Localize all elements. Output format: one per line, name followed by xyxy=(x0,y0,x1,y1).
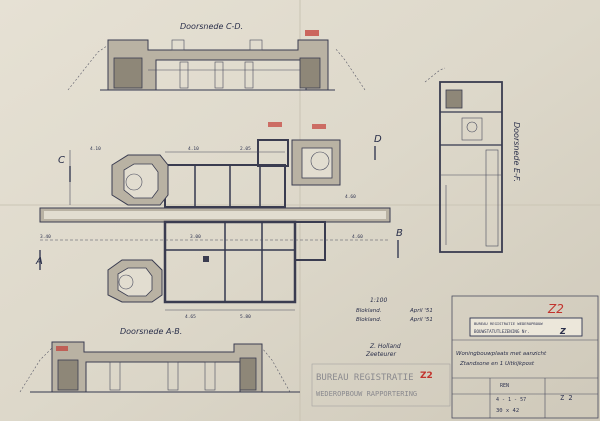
room xyxy=(461,117,483,141)
description-line2: Ztandsone en 1 Uitkijkpost xyxy=(459,361,535,367)
earth-slope xyxy=(19,344,56,393)
title-block: BUREAU REGISTRATIE WEDEROPBOUW BOUWSTATU… xyxy=(451,295,599,419)
section-cd-room xyxy=(299,57,321,89)
stair-room xyxy=(257,139,289,167)
side-room xyxy=(294,221,326,261)
faded-stamp-line2: WEDEROPBOUW RAPPORTERING xyxy=(316,390,417,398)
stamp-line2: BOUWSTATUTLEZENING Nr. xyxy=(474,329,529,334)
corridor-inner xyxy=(44,211,386,219)
section-ab-room xyxy=(239,357,257,391)
door xyxy=(179,61,189,89)
faded-stamp: BUREAU REGISTRATIE WEDEROPBOUW RAPPORTER… xyxy=(311,363,451,407)
section-ef-outline xyxy=(439,81,503,253)
section-cd-room xyxy=(113,57,143,89)
floor-plan: 4.10 2.05 4.65 5.80 3.40 4.60 3.00 4.60 … xyxy=(35,122,403,320)
drawn-by: Blokland. xyxy=(356,308,382,314)
dimension-label: 5.80 xyxy=(240,314,251,320)
cupola xyxy=(310,151,330,171)
title-block-frame xyxy=(451,295,599,419)
stamp-number: Z xyxy=(559,327,566,336)
red-annotation xyxy=(305,30,319,36)
checked-date: April '51 xyxy=(409,317,433,323)
scale-text: 1:100 xyxy=(370,297,387,304)
red-annotation xyxy=(56,346,68,351)
bunker-c-inner xyxy=(123,163,159,199)
earth-slope xyxy=(334,47,366,91)
cupola xyxy=(118,274,134,290)
marker-b: B xyxy=(396,228,403,239)
section-ab: Doorsnede A-B. xyxy=(19,327,300,393)
red-mark-center: Z2 xyxy=(420,371,433,381)
table-r2: 4 - 1 - 57 xyxy=(496,397,526,403)
stair xyxy=(485,149,499,247)
bunker-sw-inner xyxy=(117,267,153,297)
scale-block: 1:100 Blokland. April '51 Blokland. Apri… xyxy=(356,297,433,358)
dimension-label: 4.10 xyxy=(188,146,199,152)
table-code: Z 2 xyxy=(560,394,573,402)
red-annotation xyxy=(312,124,326,129)
description-line1: Woningbouwplaats met aanzicht xyxy=(456,351,547,357)
table-r1: REN xyxy=(500,383,509,389)
roof-vent xyxy=(249,39,263,51)
faded-stamp-line1: BUREAU REGISTRATIE xyxy=(316,373,414,383)
section-ab-room xyxy=(57,359,79,391)
earth-slope xyxy=(67,43,111,91)
stamp-line1: BUREAU REGISTRATIE WEDEROPBOUW xyxy=(474,321,543,326)
red-annotation xyxy=(268,122,282,127)
section-ef-label: Doorsnede E-F. xyxy=(512,122,521,182)
faded-stamp-frame xyxy=(311,363,451,407)
drawn-date: April '51 xyxy=(409,308,433,314)
cupola xyxy=(466,121,478,133)
dimension-label: 3.00 xyxy=(190,234,201,240)
dimension-label: 4.65 xyxy=(185,314,196,320)
dimension-label: 4.10 xyxy=(90,146,101,152)
marker-a: A xyxy=(35,256,43,267)
registration-stamp xyxy=(469,317,583,337)
dimension-label: 3.40 xyxy=(40,234,51,240)
dimension-label: 2.05 xyxy=(240,146,251,152)
door xyxy=(214,61,224,89)
door xyxy=(109,361,121,391)
shaft xyxy=(445,89,463,109)
section-ef: Doorsnede E-F. xyxy=(424,67,521,253)
dimension-label: 4.60 xyxy=(352,234,363,240)
cupola xyxy=(125,173,143,191)
section-cd: Doorsnede C-D. xyxy=(67,22,366,91)
author-name: Z. Holland xyxy=(369,343,401,350)
door xyxy=(204,361,216,391)
lower-rooms xyxy=(163,220,297,304)
earth-slope xyxy=(261,347,291,393)
hatch xyxy=(203,256,209,262)
dimension-label: 4.60 xyxy=(345,194,356,200)
section-cd-label: Doorsnede C-D. xyxy=(180,22,243,31)
author-role: Zeeteurer xyxy=(365,351,396,358)
bunker-d-inner xyxy=(301,147,333,179)
table-r3: 30 x 42 xyxy=(496,408,519,414)
roof-vent xyxy=(171,39,185,51)
marker-c: C xyxy=(58,155,65,166)
checked-by: Blokland. xyxy=(356,317,382,323)
red-mark-top: Z2 xyxy=(547,302,564,316)
door xyxy=(167,361,179,391)
door xyxy=(244,61,254,89)
marker-d: D xyxy=(374,134,382,145)
section-ab-label: Doorsnede A-B. xyxy=(120,327,182,336)
